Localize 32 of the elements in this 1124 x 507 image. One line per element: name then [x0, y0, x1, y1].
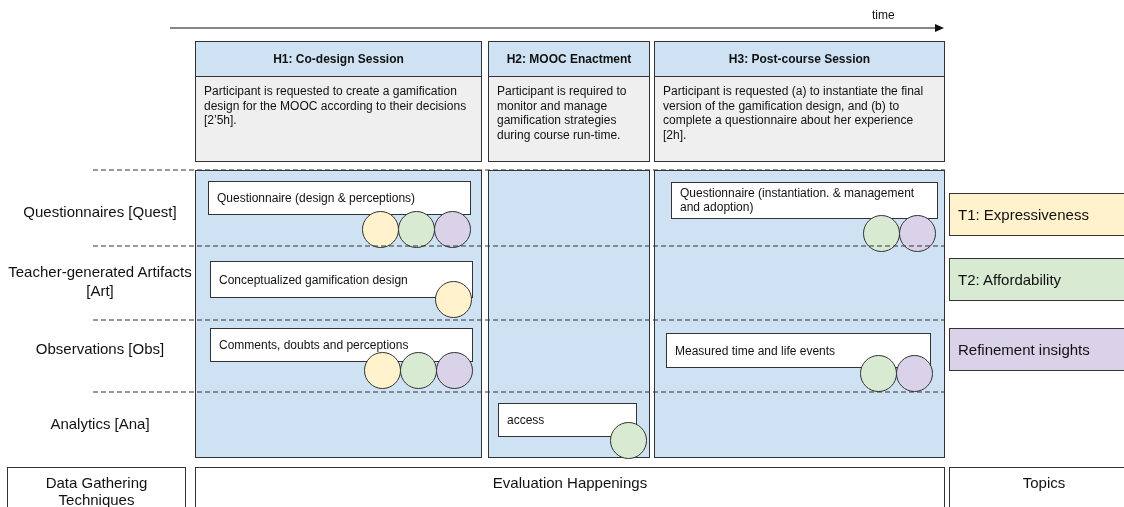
- time-label: time: [872, 8, 895, 22]
- row-label: Questionnaires [Quest]: [22, 201, 178, 222]
- session-description: Participant is requested (a) to instantiate the final version of the gamification design, and (b) to complete a questionnaire about her experience [2h].: [655, 77, 944, 161]
- data-source-box: Questionnaire (instantiation. & management and adoption): [671, 182, 938, 219]
- topic-legend-box: T2: Affordability: [949, 258, 1124, 301]
- session-title: H3: Post-course Session: [655, 42, 944, 77]
- topic-circle: [398, 211, 435, 248]
- section-heading-box: Topics: [949, 467, 1124, 507]
- topic-legend-box: T1: Expressiveness: [949, 193, 1124, 236]
- row-label: Teacher-generated Artifacts [Art]: [7, 262, 193, 301]
- session-card: [488, 41, 650, 162]
- topic-circle: [362, 211, 399, 248]
- session-description: Participant is required to monitor and manage gamification strategies during course run-time.: [489, 77, 649, 161]
- session-card: [654, 41, 945, 162]
- data-source-box: Comments, doubts and perceptions: [210, 328, 473, 362]
- topic-legend-box: Refinement insights: [949, 328, 1124, 371]
- session-card: [195, 41, 482, 162]
- session-description: Participant is requested to create a gamification design for the MOOC according to their decisions [2’5h].: [196, 77, 481, 161]
- session-title: H2: MOOC Enactment: [489, 42, 649, 77]
- row-label: Observations [Obs]: [34, 338, 166, 359]
- data-source-box: Measured time and life events: [666, 333, 931, 368]
- row-label: Analytics [Ana]: [49, 413, 151, 434]
- session-column: [195, 170, 482, 458]
- data-source-box: Questionnaire (design & perceptions): [208, 181, 471, 215]
- session-title: H1: Co-design Session: [196, 42, 481, 77]
- data-source-box: Conceptualized gamification design: [210, 261, 473, 298]
- session-column: [488, 170, 650, 458]
- data-source-box: access: [498, 403, 637, 437]
- session-column: [654, 170, 945, 458]
- section-heading-box: Evaluation Happenings: [195, 467, 945, 507]
- topic-circle: [434, 211, 471, 248]
- topic-circle: [610, 422, 647, 459]
